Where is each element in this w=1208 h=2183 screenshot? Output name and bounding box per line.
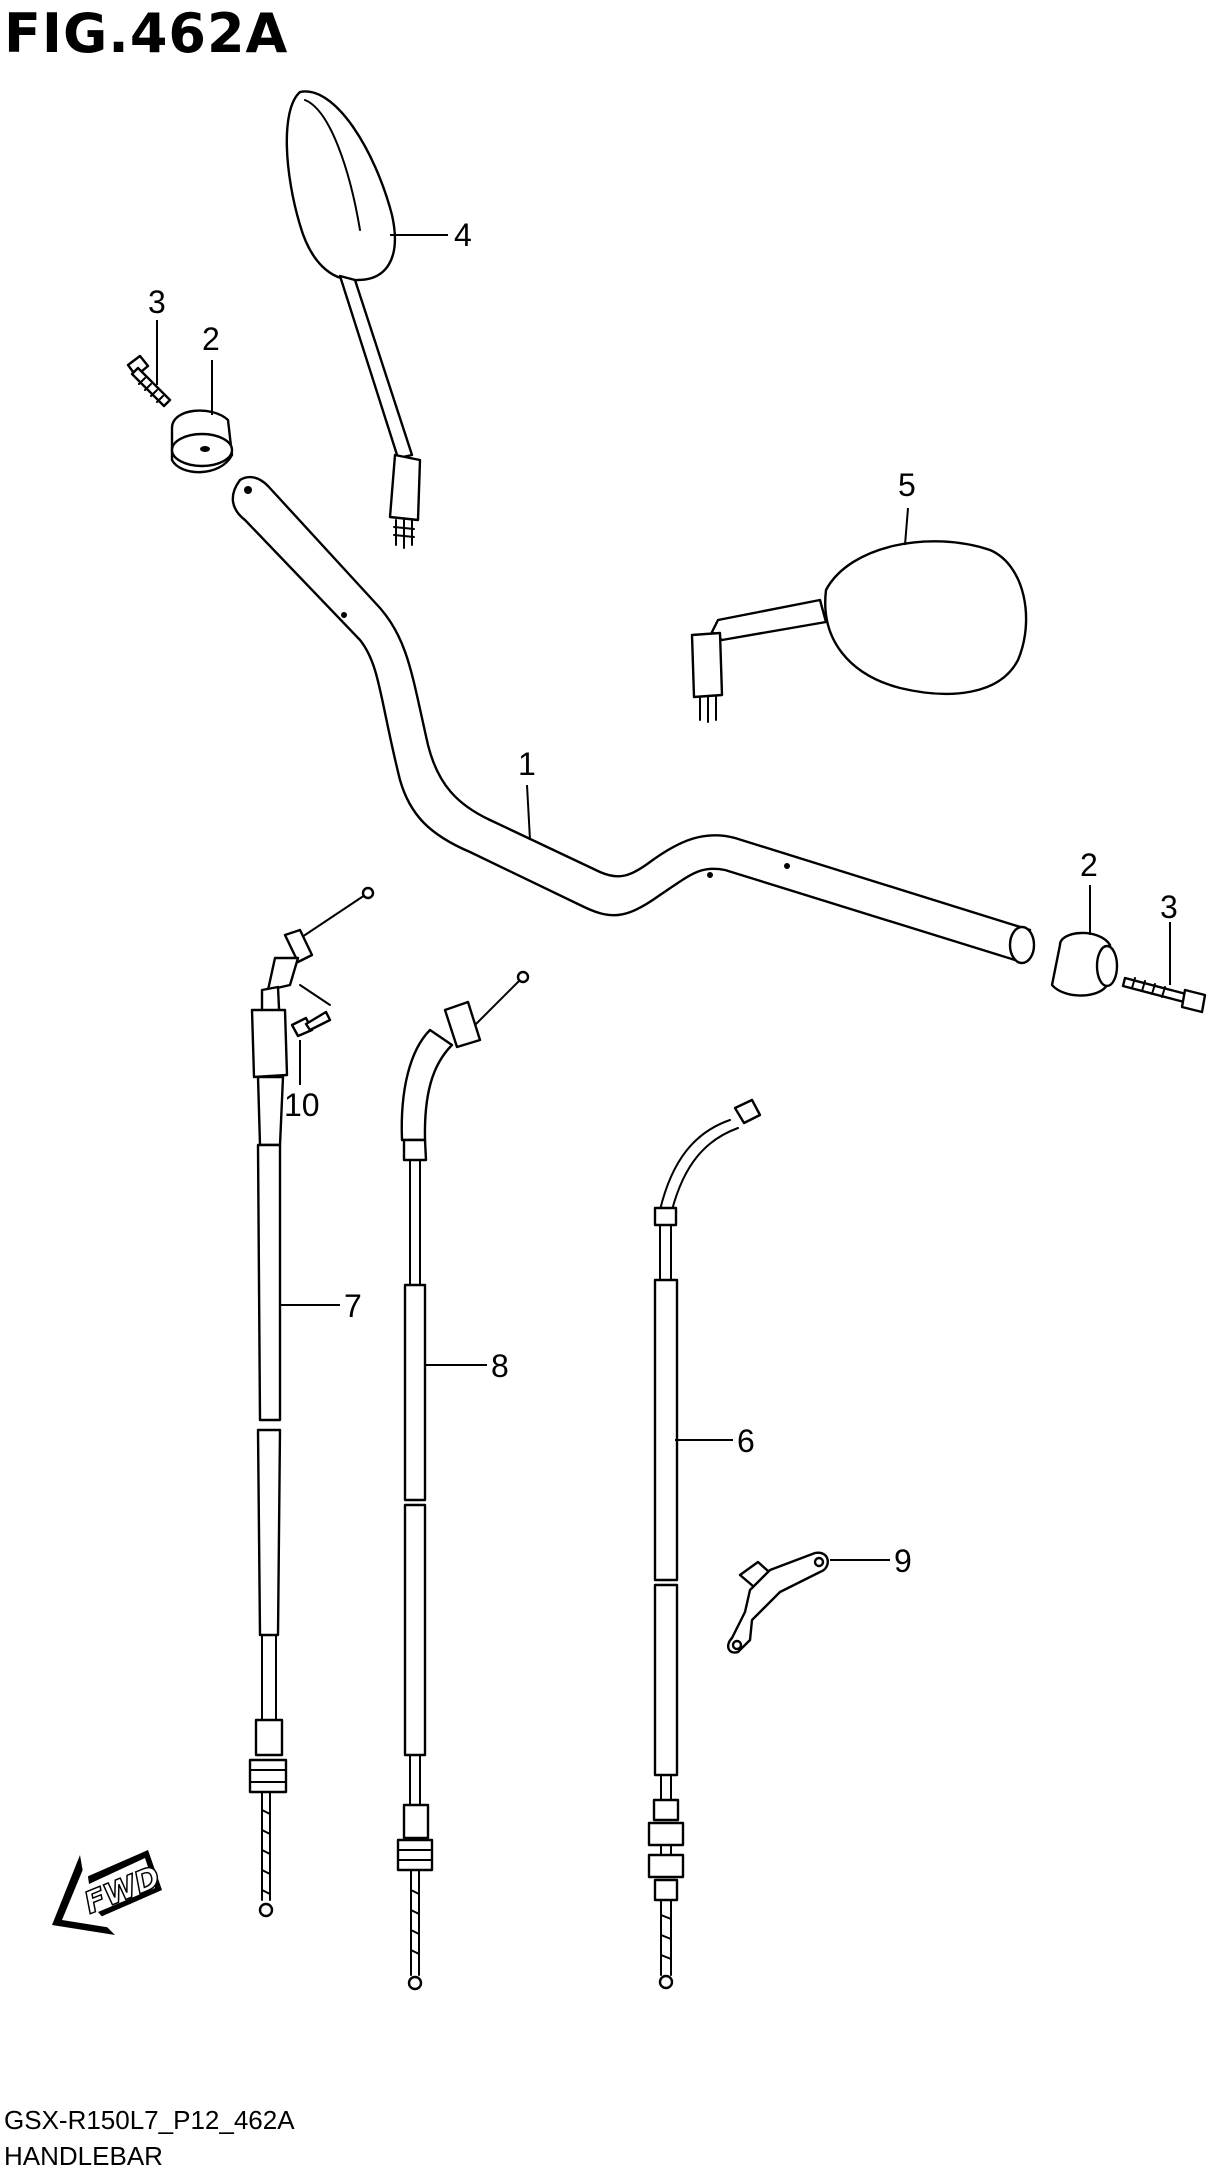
callout-5: 5	[898, 467, 916, 503]
callout-7: 7	[344, 1288, 362, 1324]
callout-3-right: 3	[1160, 889, 1178, 925]
callout-10: 10	[284, 1087, 320, 1123]
callout-9: 9	[894, 1543, 912, 1579]
leader-1	[526, 784, 531, 841]
callout-8: 8	[491, 1348, 509, 1384]
callout-3-left: 3	[148, 284, 166, 320]
cable-6[interactable]	[647, 1098, 762, 1990]
callout-1: 1	[518, 746, 536, 782]
callout-4: 4	[454, 217, 472, 253]
mirror-4[interactable]	[285, 90, 422, 549]
handlebar-1[interactable]	[231, 475, 1036, 965]
callout-6: 6	[737, 1423, 755, 1459]
balancer-2-left[interactable]	[170, 409, 234, 474]
screw-10[interactable]	[290, 984, 332, 1038]
screw-3-right[interactable]	[1121, 976, 1207, 1014]
diagram-code: GSX-R150L7_P12_462A	[4, 2105, 295, 2135]
cable-8[interactable]	[396, 970, 530, 1991]
mirror-5[interactable]	[690, 540, 1028, 723]
leader-5	[904, 507, 909, 546]
fwd-arrow-icon: FWD	[52, 1850, 166, 1935]
callout-2-right: 2	[1080, 847, 1098, 883]
diagram-name: HANDLEBAR	[4, 2141, 163, 2171]
figure-title: FIG.462A	[4, 2, 289, 65]
balancer-2-right[interactable]	[1050, 931, 1119, 997]
screw-3-left[interactable]	[126, 354, 172, 408]
callout-2-left: 2	[202, 321, 220, 357]
cable-7[interactable]	[248, 886, 375, 1918]
bracket-9[interactable]	[726, 1551, 829, 1654]
